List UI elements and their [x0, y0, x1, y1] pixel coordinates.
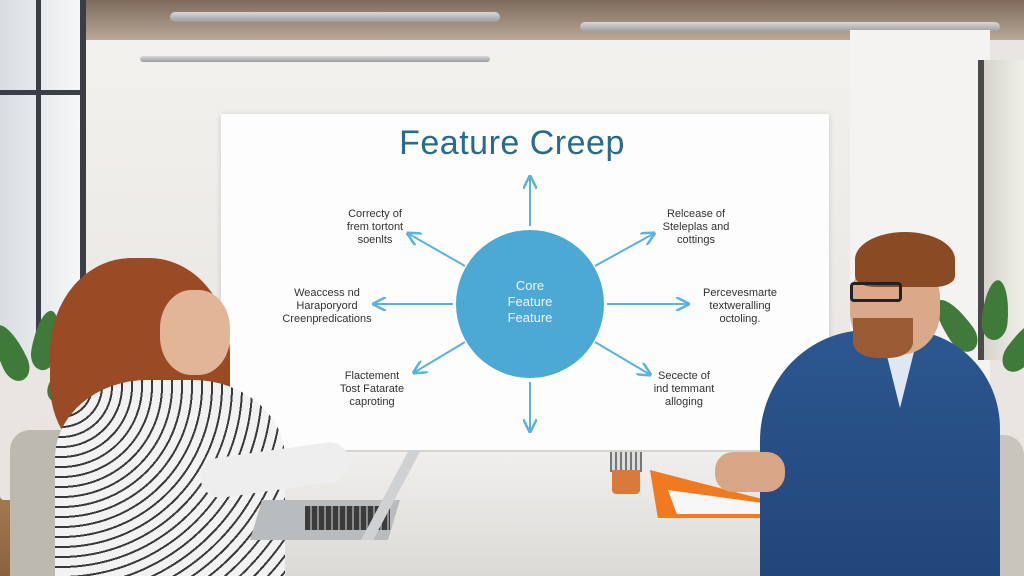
arrow-up-right [594, 234, 653, 267]
ceiling-pipe [170, 12, 500, 22]
arrow-up-left [409, 234, 466, 267]
woman-face [160, 290, 230, 375]
label-bottom-left: Flactement Tost Fatarate caproting [339, 370, 405, 408]
ceiling-rail [140, 56, 490, 62]
window-mullion [0, 90, 80, 95]
core-circle [456, 230, 604, 378]
man-hands [715, 452, 785, 492]
window-mullion [36, 0, 41, 360]
feature-creep-diagram [221, 114, 829, 450]
slide-title: Feature Creep [399, 124, 625, 162]
pencils [610, 452, 642, 472]
ceiling-pipe [580, 22, 1000, 32]
arrow-down-left [415, 341, 466, 372]
core-feature-label: Core Feature Feature [507, 278, 553, 325]
pencil-cup [612, 470, 640, 494]
man-jacket [760, 330, 1000, 576]
label-top-left: Correcty of frem tortont soenlts [346, 208, 404, 246]
man-beard [853, 318, 913, 358]
label-bottom-right: Sececte of ind temmant alloging [653, 370, 715, 408]
man-hair [855, 232, 955, 287]
leaf [0, 320, 35, 386]
leaf [980, 279, 1012, 342]
glasses [850, 282, 902, 302]
label-top-right: Relcease of Steleplas and cottings [662, 208, 730, 246]
label-mid-right: Percevesmarte textweralling octoling. [703, 287, 777, 325]
label-mid-left: Weaccess nd Haraporyord Creenpredication… [282, 287, 372, 325]
arrow-down-right [594, 341, 649, 374]
